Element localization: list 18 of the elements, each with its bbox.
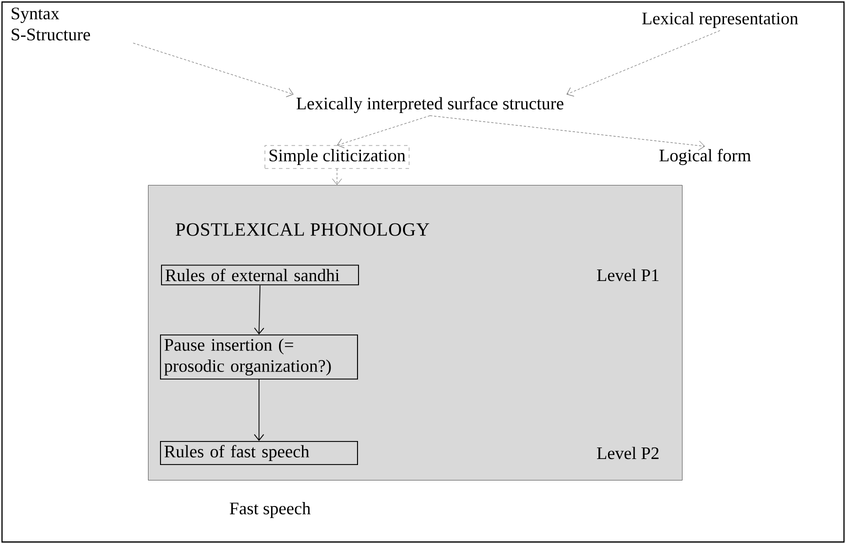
- process-box: Rules of external sandhi: [161, 264, 359, 286]
- arrow: [254, 284, 264, 334]
- text-label: Fast speech: [230, 502, 311, 518]
- text-label: Syntax S-Structure: [12, 8, 90, 40]
- process-box: Pause insertion (= prosodic organization?): [160, 334, 358, 380]
- arrow: [566, 30, 720, 96]
- arrow: [132, 42, 294, 98]
- process-box: Simple cliticization: [264, 145, 410, 169]
- text-label: Lexical representation: [642, 12, 798, 28]
- arrow: [254, 379, 264, 441]
- text-label: Lexically interpreted surface structure: [296, 96, 564, 114]
- arrow: [337, 115, 430, 148]
- text-label: Level P1: [597, 268, 658, 282]
- text-label: Level P2: [597, 446, 659, 460]
- process-box: Rules of fast speech: [160, 440, 358, 466]
- arrow: [430, 115, 705, 151]
- text-label: Logical form: [659, 148, 751, 166]
- arrow: [332, 168, 342, 185]
